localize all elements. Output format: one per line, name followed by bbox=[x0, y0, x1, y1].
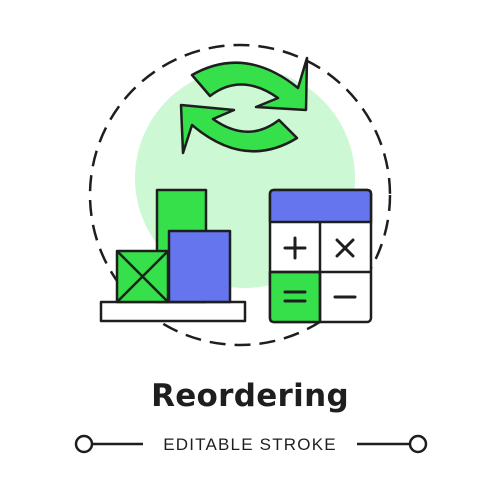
editable-stroke-label: EDITABLE STROKE bbox=[163, 435, 337, 454]
calculator-symbols bbox=[283, 236, 357, 303]
stacked-boxes-icon bbox=[99, 188, 247, 323]
stroke-decoration bbox=[74, 434, 428, 454]
multiply-icon bbox=[335, 238, 355, 258]
stroke-node-right bbox=[408, 434, 428, 454]
calculator-equals-key bbox=[268, 270, 322, 324]
crate-cross bbox=[116, 250, 169, 303]
refresh-arrows-icon bbox=[179, 56, 309, 155]
calculator-icon bbox=[268, 188, 373, 324]
calculator-screen bbox=[268, 188, 373, 224]
shelf bbox=[99, 300, 247, 323]
dashed-circle-frame bbox=[88, 43, 392, 347]
illustration-title: Reordering bbox=[151, 378, 349, 414]
stroke-node-left bbox=[74, 434, 94, 454]
equals-icon bbox=[283, 290, 307, 303]
blue-box bbox=[167, 229, 232, 304]
plus-icon bbox=[283, 236, 307, 260]
